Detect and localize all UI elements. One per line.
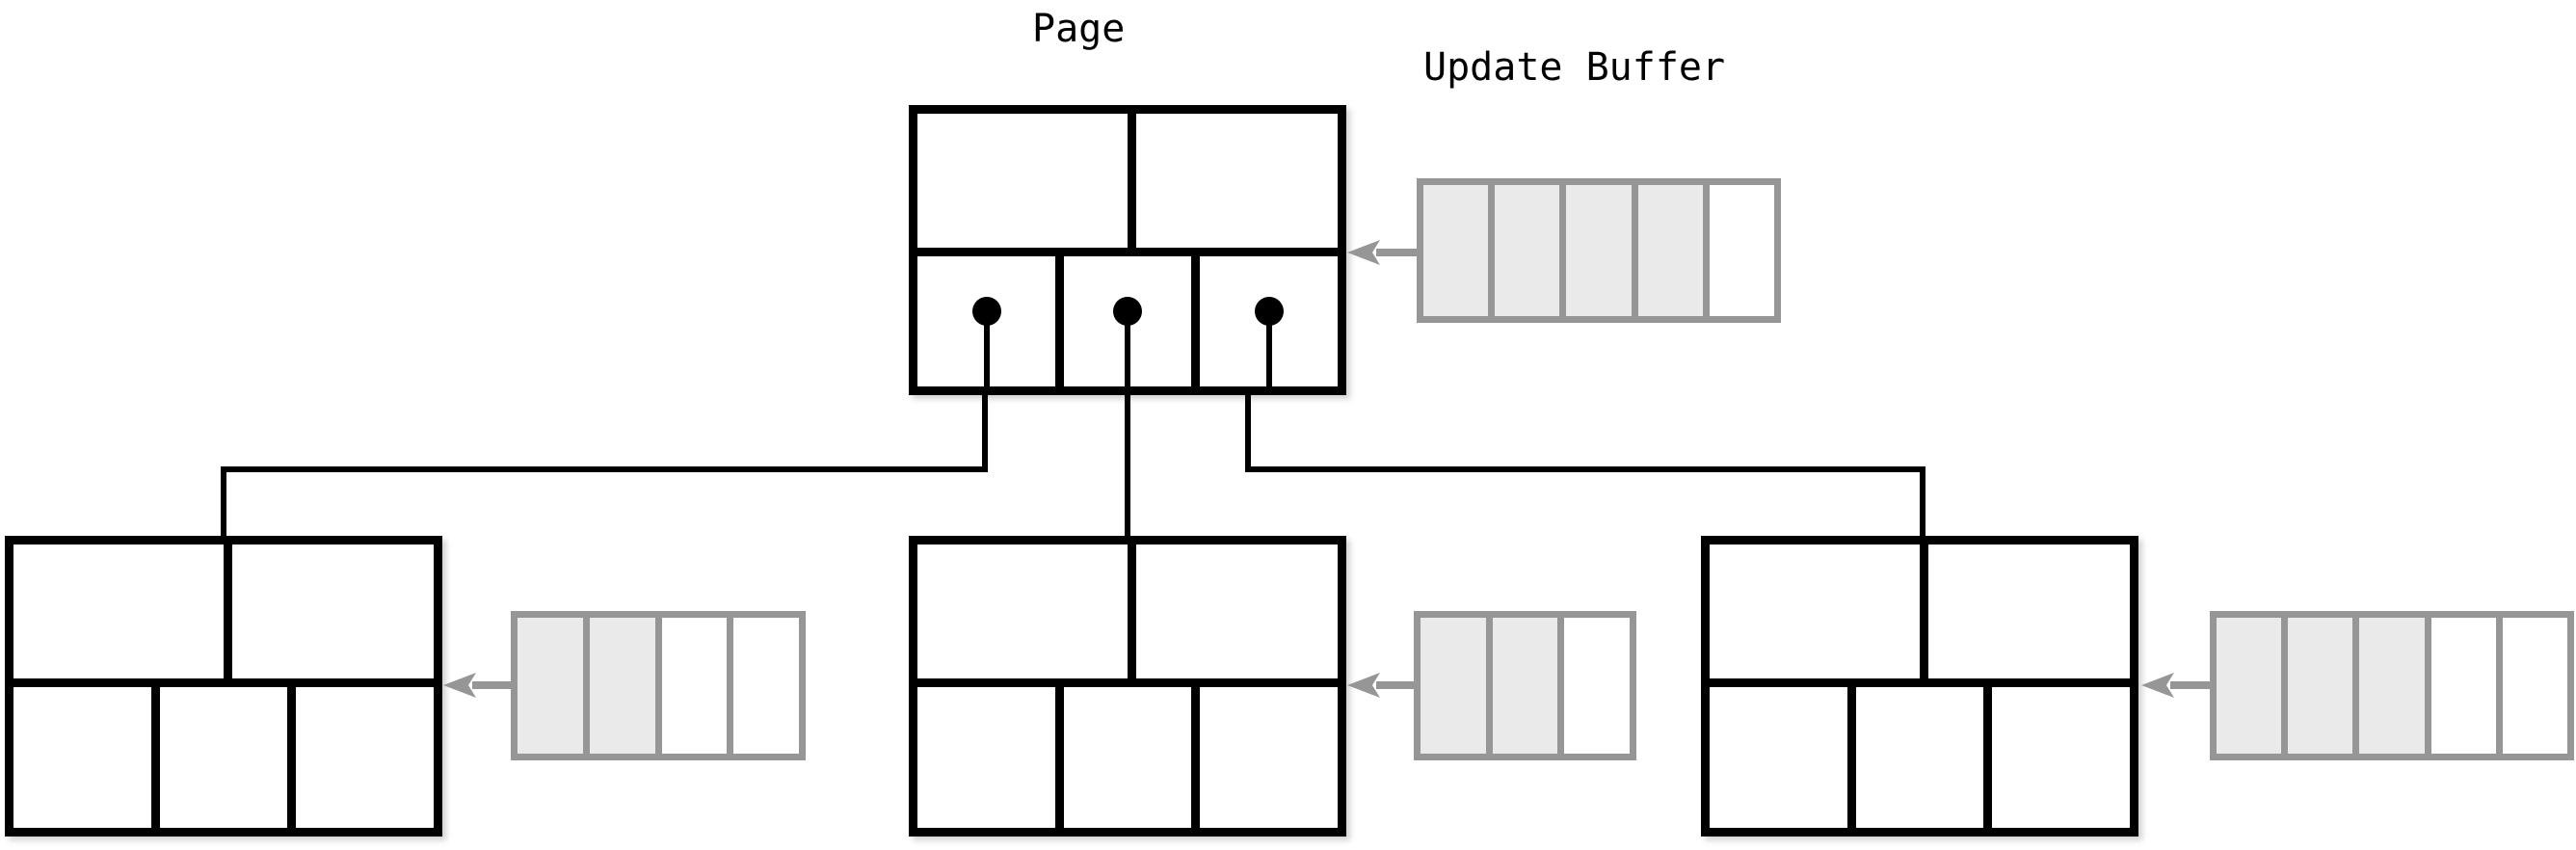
- left-top-row: [13, 545, 434, 687]
- buffer-left-cell-3[interactable]: [727, 618, 799, 754]
- right-bottom-cell-2[interactable]: [1983, 686, 2130, 828]
- root-top-cell-0[interactable]: [917, 114, 1128, 249]
- arrow-buffer-to-child-middle: [1347, 673, 1417, 698]
- page-label: Page: [1032, 7, 1126, 51]
- arrow-buffer-to-child-left: [443, 673, 513, 698]
- root-top-row: [917, 114, 1338, 257]
- buffer-root-cell-2[interactable]: [1559, 185, 1632, 316]
- update-buffer-child-right[interactable]: [2210, 611, 2574, 760]
- middle-bottom-row: [917, 686, 1338, 828]
- buffer-right-cell-2[interactable]: [2352, 618, 2425, 754]
- child-page-left-node[interactable]: [5, 536, 442, 837]
- child-page-middle-node[interactable]: [909, 536, 1346, 837]
- left-bottom-row: [13, 686, 434, 828]
- child-page-right-node[interactable]: [1701, 536, 2138, 837]
- right-bottom-row: [1710, 686, 2130, 828]
- buffer-right-cell-3[interactable]: [2424, 618, 2496, 754]
- buffer-middle-cell-2[interactable]: [1557, 618, 1631, 754]
- buffer-right-cell-0[interactable]: [2217, 618, 2282, 754]
- connector-root-to-left: [221, 395, 988, 536]
- buffer-right-cell-1[interactable]: [2281, 618, 2353, 754]
- left-bottom-cell-0[interactable]: [13, 686, 151, 828]
- middle-bottom-cell-1[interactable]: [1055, 686, 1191, 828]
- buffer-left-cell-1[interactable]: [582, 618, 655, 754]
- middle-top-row: [917, 545, 1338, 687]
- middle-top-cell-1[interactable]: [1128, 545, 1338, 678]
- update-buffer-label: Update Buffer: [1423, 45, 1726, 90]
- root-top-cell-1[interactable]: [1128, 114, 1338, 249]
- left-top-cell-0[interactable]: [13, 545, 224, 678]
- update-buffer-child-middle[interactable]: [1414, 611, 1636, 760]
- arrow-buffer-to-root: [1347, 240, 1420, 265]
- right-top-cell-0[interactable]: [1710, 545, 1920, 678]
- right-bottom-cell-1[interactable]: [1847, 686, 1983, 828]
- buffer-root-cell-3[interactable]: [1631, 185, 1703, 316]
- root-page-node[interactable]: [909, 105, 1346, 395]
- connector-root-to-right: [1245, 395, 1925, 536]
- root-pointer-cell-0[interactable]: [917, 256, 1055, 386]
- right-bottom-cell-0[interactable]: [1710, 686, 1847, 828]
- buffer-root-cell-0[interactable]: [1423, 185, 1489, 316]
- middle-bottom-cell-0[interactable]: [917, 686, 1055, 828]
- buffer-middle-cell-0[interactable]: [1421, 618, 1486, 754]
- right-top-row: [1710, 545, 2130, 687]
- right-top-cell-1[interactable]: [1920, 545, 2130, 678]
- middle-top-cell-0[interactable]: [917, 545, 1128, 678]
- root-pointer-cell-2[interactable]: [1191, 256, 1338, 386]
- update-buffer-child-left[interactable]: [511, 611, 806, 760]
- left-bottom-cell-1[interactable]: [151, 686, 287, 828]
- root-pointer-cell-1[interactable]: [1055, 256, 1191, 386]
- buffer-root-cell-4[interactable]: [1702, 185, 1775, 316]
- pointer-stem-2: [1265, 311, 1272, 386]
- pointer-stem-0: [983, 311, 990, 386]
- buffer-left-cell-0[interactable]: [518, 618, 583, 754]
- buffer-middle-cell-1[interactable]: [1485, 618, 1558, 754]
- root-bottom-row: [917, 256, 1338, 386]
- update-buffer-root[interactable]: [1417, 178, 1781, 323]
- left-top-cell-1[interactable]: [224, 545, 434, 678]
- buffer-left-cell-2[interactable]: [654, 618, 728, 754]
- middle-bottom-cell-2[interactable]: [1191, 686, 1338, 828]
- buffer-root-cell-1[interactable]: [1488, 185, 1560, 316]
- left-bottom-cell-2[interactable]: [287, 686, 434, 828]
- buffer-right-cell-4[interactable]: [2495, 618, 2568, 754]
- arrow-buffer-to-child-right: [2141, 673, 2212, 698]
- pointer-stem-1: [1125, 311, 1130, 386]
